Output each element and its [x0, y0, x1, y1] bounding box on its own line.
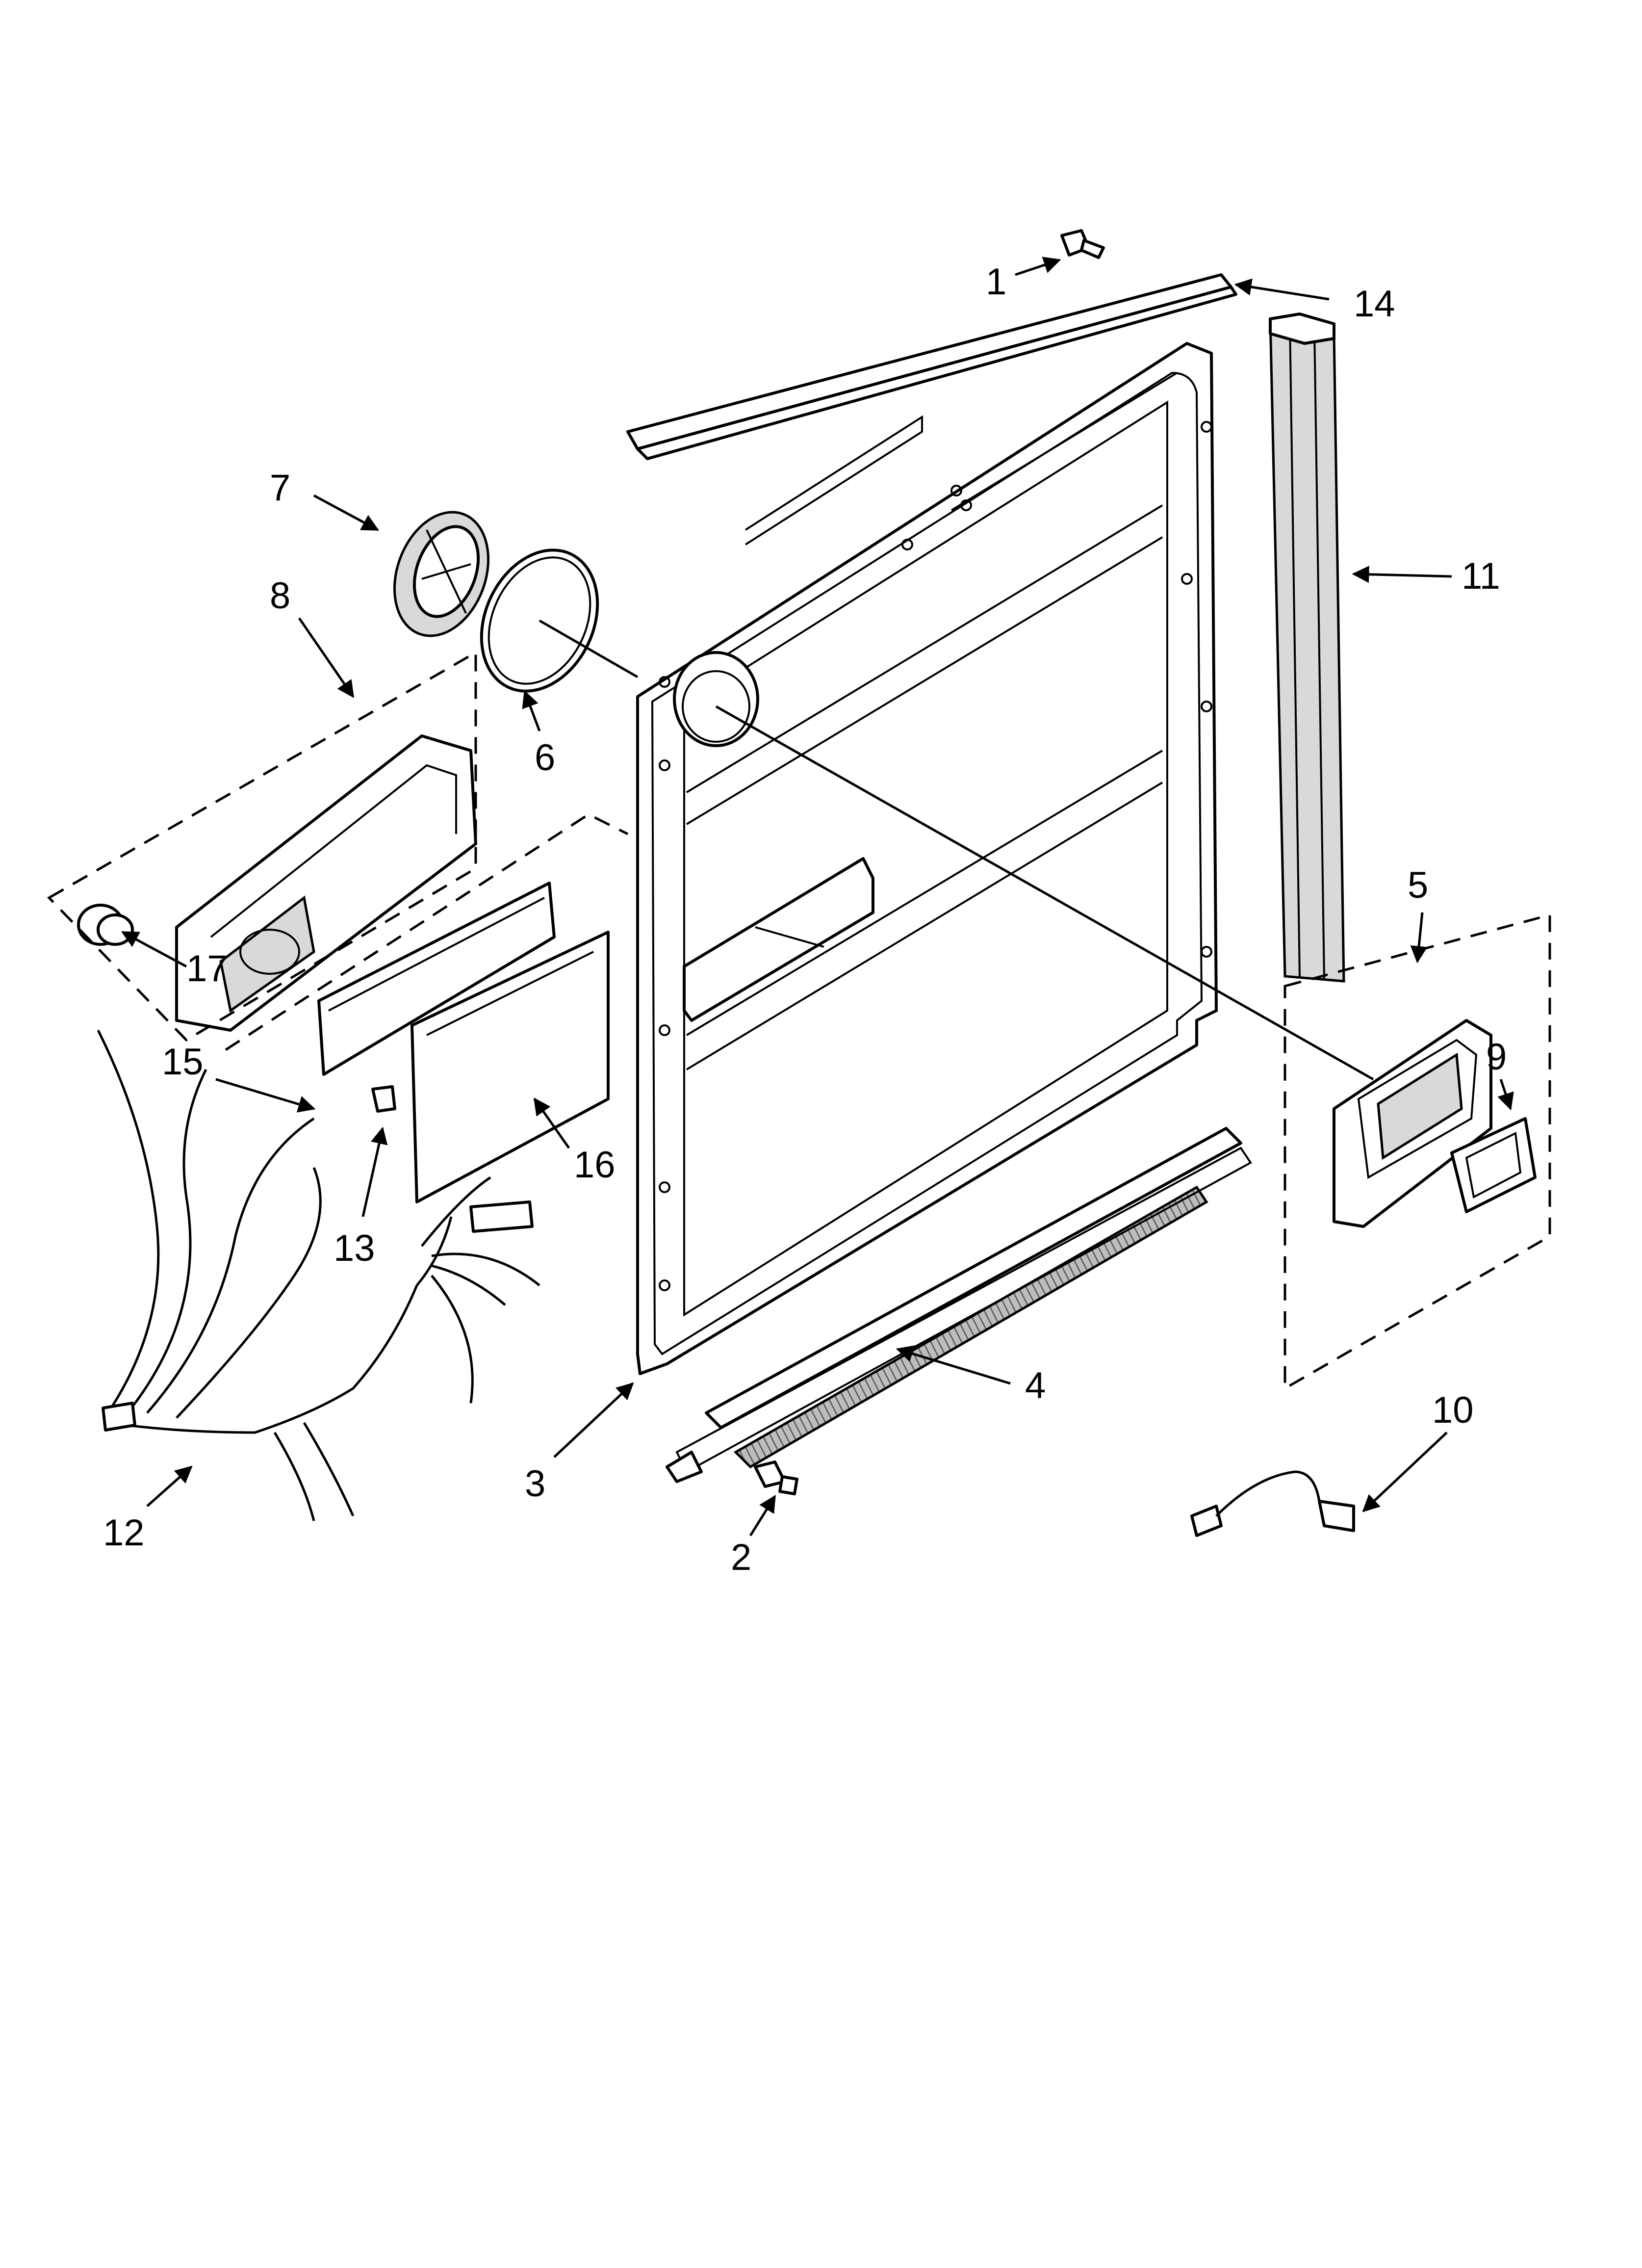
assembly-lines — [539, 619, 1374, 1081]
callout-17: 17 — [186, 948, 228, 990]
control-board — [410, 931, 610, 1203]
callout-6: 6 — [535, 737, 555, 779]
duct-gasket — [1450, 1117, 1537, 1213]
vent-duct — [1333, 1019, 1492, 1228]
callout-labels: 1 2 3 4 5 6 7 8 9 10 11 12 13 14 15 16 1… — [103, 261, 1507, 1578]
callout-7: 7 — [270, 467, 290, 509]
wiring-harness — [97, 1029, 540, 1521]
dispenser-knob — [77, 904, 134, 946]
callout-9: 9 — [1486, 1036, 1507, 1078]
dispenser-group-outline — [47, 650, 477, 1042]
vent-assembly — [393, 511, 490, 637]
board-screw — [371, 1085, 396, 1113]
sensor-wire — [1190, 1470, 1355, 1537]
callout-14: 14 — [1354, 283, 1395, 325]
callout-8: 8 — [270, 575, 290, 617]
leader-arrows — [121, 257, 1514, 1537]
callout-11: 11 — [1462, 555, 1500, 597]
callout-12: 12 — [103, 1512, 145, 1554]
bottom-door-trim — [666, 1127, 1252, 1483]
dispenser-assembly — [175, 734, 477, 1032]
screw-top — [1060, 229, 1105, 259]
callout-15: 15 — [162, 1041, 204, 1083]
callout-1: 1 — [986, 261, 1006, 303]
side-gasket — [1269, 313, 1345, 983]
control-bracket — [317, 882, 556, 1076]
callout-2: 2 — [731, 1537, 751, 1578]
callout-13: 13 — [334, 1227, 375, 1269]
inner-door-panel — [636, 342, 1218, 1375]
callout-3: 3 — [525, 1463, 545, 1505]
callout-16: 16 — [574, 1144, 616, 1186]
callout-5: 5 — [1408, 864, 1428, 906]
control-group-outline — [225, 813, 629, 1051]
top-door-trim — [626, 273, 1237, 460]
callout-10: 10 — [1432, 1389, 1474, 1431]
screw-bottom — [754, 1460, 798, 1495]
callout-4: 4 — [1025, 1365, 1046, 1407]
